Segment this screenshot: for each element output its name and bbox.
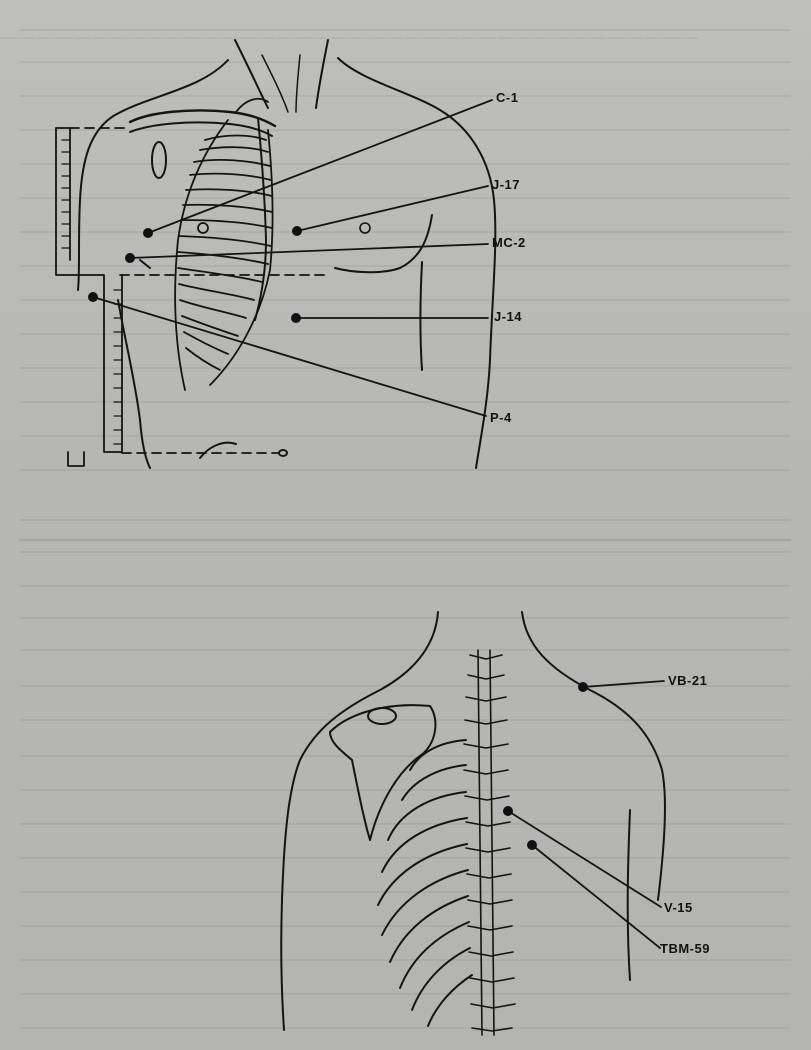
scapula [330, 705, 435, 840]
leader-mc2 [130, 244, 488, 258]
label-mc2: MC-2 [492, 235, 526, 250]
umbilicus [279, 450, 287, 456]
point-mc2 [125, 253, 135, 263]
label-j14: J-14 [494, 309, 522, 324]
bleed-through-lines [20, 30, 790, 1028]
point-j17 [292, 226, 302, 236]
abdomen-line [421, 262, 423, 370]
trachea-line-2 [296, 55, 300, 112]
label-vb21: VB-21 [668, 673, 707, 688]
clavicle [130, 110, 275, 126]
acromion [368, 708, 396, 724]
point-p4 [88, 292, 98, 302]
humeral-head [152, 142, 166, 178]
leader-tbm59 [532, 845, 660, 948]
left-back-outline [281, 612, 438, 1030]
pectoral-line [335, 215, 432, 272]
point-vb21 [578, 682, 588, 692]
label-p4: P-4 [490, 410, 512, 425]
label-tbm59: TBM-59 [660, 941, 710, 956]
leader-p4 [93, 297, 486, 416]
neck-right-line [316, 40, 328, 108]
neck-left-line [235, 40, 268, 108]
point-v15 [503, 806, 513, 816]
navel-line [200, 443, 236, 458]
leader-j17 [297, 186, 488, 231]
front-torso-drawing [78, 40, 495, 468]
clavicle-lower [130, 122, 272, 136]
point-tbm59 [527, 840, 537, 850]
back-ribs [378, 740, 472, 1026]
label-c1: C-1 [496, 90, 518, 105]
label-v15: V-15 [664, 900, 693, 915]
bottom-leader-lines [508, 681, 664, 948]
bottom-acupoints [503, 682, 588, 850]
label-j17: J-17 [492, 177, 520, 192]
point-c1 [143, 228, 153, 238]
spine [464, 650, 515, 1035]
right-body-outline [338, 58, 495, 468]
arm-crease [140, 260, 150, 268]
right-scapula-line [628, 810, 630, 980]
point-j14 [291, 313, 301, 323]
